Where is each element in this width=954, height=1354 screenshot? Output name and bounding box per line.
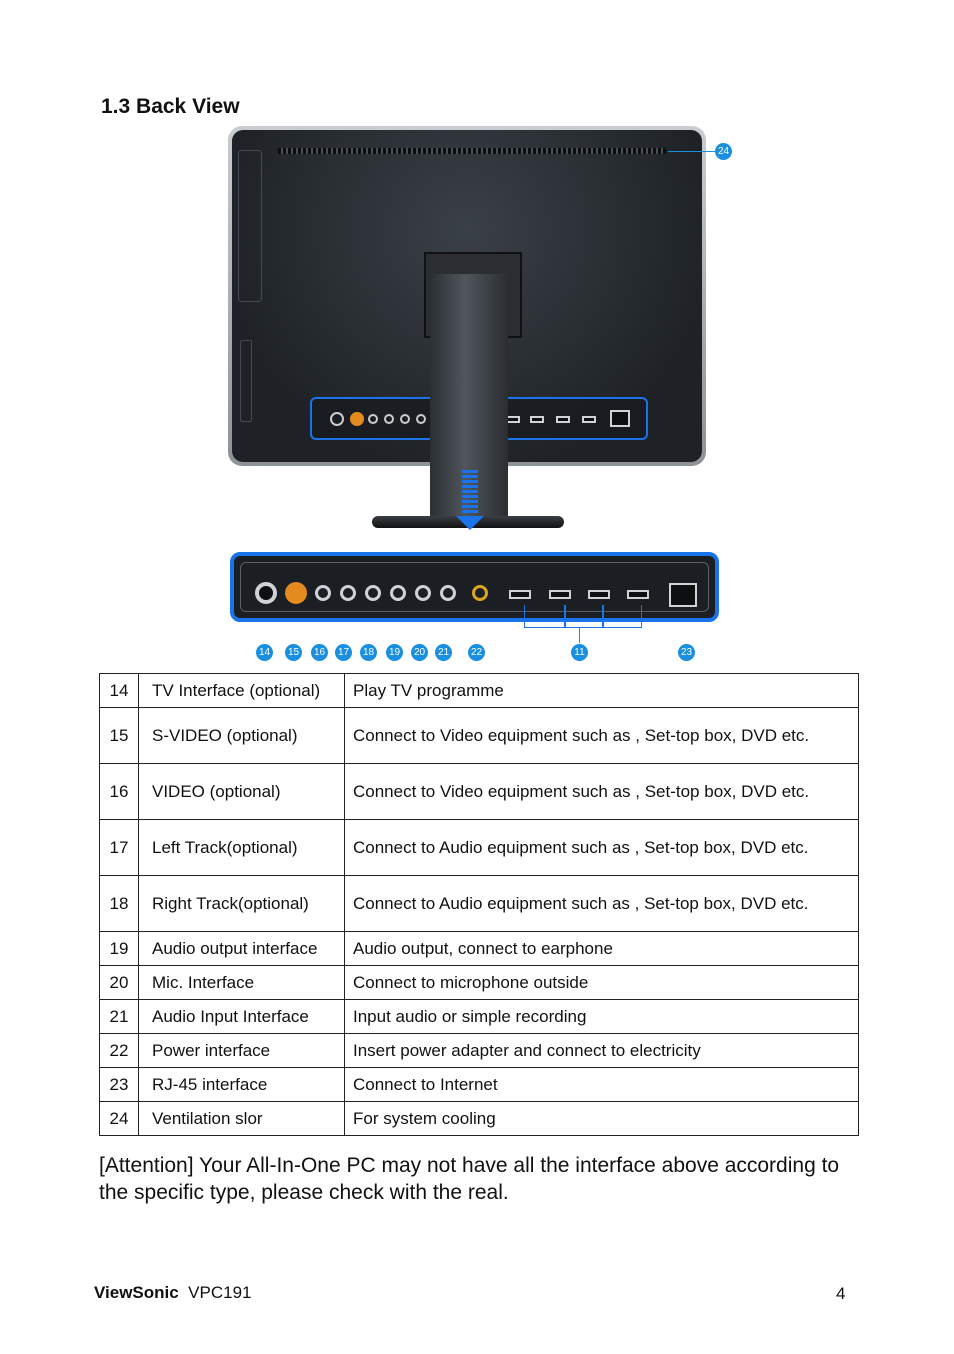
brand-name: ViewSonic bbox=[94, 1283, 179, 1302]
callout-20: 20 bbox=[411, 644, 428, 661]
footer-brand: ViewSonic VPC191 bbox=[94, 1283, 252, 1303]
table-row: 16 VIDEO (optional) Connect to Video equ… bbox=[99, 763, 859, 820]
callout-14: 14 bbox=[256, 644, 273, 661]
section-title: 1.3 Back View bbox=[101, 95, 240, 118]
callout-19: 19 bbox=[386, 644, 403, 661]
video-port-icon bbox=[315, 585, 331, 601]
mic-port-icon bbox=[415, 585, 431, 601]
callout-16: 16 bbox=[311, 644, 328, 661]
table-row: 21 Audio Input Interface Input audio or … bbox=[99, 999, 859, 1034]
audio-out-port-icon bbox=[390, 585, 406, 601]
audio-in-port-icon bbox=[440, 585, 456, 601]
arrow-down-icon bbox=[456, 470, 484, 530]
stand-neck bbox=[430, 274, 508, 520]
table-row: 22 Power interface Insert power adapter … bbox=[99, 1033, 859, 1068]
usb-port-icon bbox=[509, 590, 531, 599]
callout-17: 17 bbox=[335, 644, 352, 661]
page-number: 4 bbox=[836, 1284, 846, 1303]
usb-port-icon bbox=[588, 590, 610, 599]
right-audio-port-icon bbox=[365, 585, 381, 601]
callout-22: 22 bbox=[468, 644, 485, 661]
callout-23: 23 bbox=[678, 644, 695, 661]
table-row: 24 Ventilation slor For system cooling bbox=[99, 1101, 859, 1136]
rj45-port-icon bbox=[669, 583, 697, 607]
interface-table: 14 TV Interface (optional) Play TV progr… bbox=[99, 673, 859, 1136]
s-video-port-icon bbox=[285, 582, 307, 604]
callout-15: 15 bbox=[285, 644, 302, 661]
callout-18: 18 bbox=[360, 644, 377, 661]
tv-port-icon bbox=[255, 582, 277, 604]
callout-24: 24 bbox=[715, 143, 732, 160]
callout-11: 11 bbox=[571, 644, 588, 661]
table-row: 20 Mic. Interface Connect to microphone … bbox=[99, 965, 859, 1000]
usb-port-icon bbox=[549, 590, 571, 599]
callout-21: 21 bbox=[435, 644, 452, 661]
table-row: 17 Left Track(optional) Connect to Audio… bbox=[99, 819, 859, 876]
power-port-icon bbox=[472, 585, 488, 601]
table-row: 19 Audio output interface Audio output, … bbox=[99, 931, 859, 966]
table-row: 15 S-VIDEO (optional) Connect to Video e… bbox=[99, 707, 859, 764]
usb-port-icon bbox=[627, 590, 649, 599]
table-row: 18 Right Track(optional) Connect to Audi… bbox=[99, 875, 859, 932]
io-panel-enlarged bbox=[230, 552, 719, 622]
ventilation-slot bbox=[278, 148, 666, 154]
left-audio-port-icon bbox=[340, 585, 356, 601]
table-row: 14 TV Interface (optional) Play TV progr… bbox=[99, 673, 859, 708]
attention-note: [Attention] Your All-In-One PC may not h… bbox=[99, 1154, 840, 1204]
model-name: VPC191 bbox=[188, 1283, 252, 1302]
table-row: 23 RJ-45 interface Connect to Internet bbox=[99, 1067, 859, 1102]
